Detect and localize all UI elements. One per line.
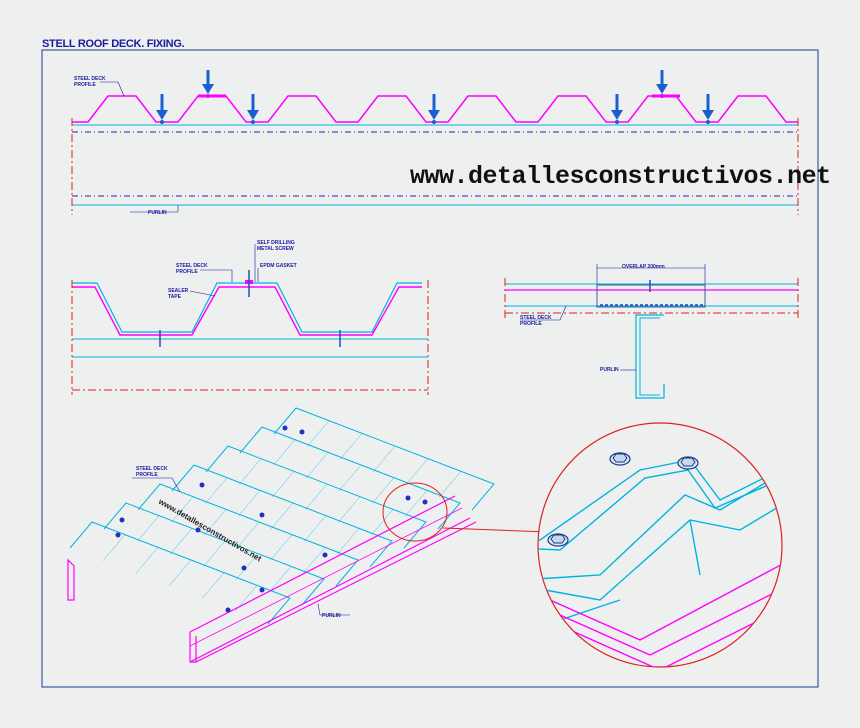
detail-callout-circle xyxy=(382,482,448,542)
iso-screw xyxy=(405,495,411,501)
iso-screw xyxy=(282,425,288,431)
label-top-purlin: PURLIN xyxy=(148,210,167,216)
watermark: www.detallesconstructivos.net xyxy=(410,162,831,191)
iso-purlin-front xyxy=(67,558,75,601)
fixing-arrows xyxy=(156,70,714,124)
iso-screw xyxy=(259,587,265,593)
iso-screw xyxy=(199,482,205,488)
zoom-screw-3 xyxy=(547,533,569,547)
isometric-view: www.detallesconstructivos.net xyxy=(67,407,549,663)
mid-deck-profile xyxy=(72,282,422,333)
drawing-title: STELL ROOF DECK. FIXING. xyxy=(42,38,185,50)
iso-screw xyxy=(225,607,231,613)
iso-watermark: www.detallesconstructivos.net xyxy=(156,496,263,563)
iso-screw xyxy=(322,552,328,558)
zoom-screw-1 xyxy=(609,452,631,466)
iso-screw xyxy=(195,527,201,533)
label-epdm: EPDM GASKET xyxy=(260,263,297,269)
middle-right-section xyxy=(504,264,799,399)
fixing-arrow-head xyxy=(247,110,259,120)
label-overlap: OVERLAP 200mm xyxy=(622,264,665,270)
iso-screw xyxy=(259,512,265,518)
z-purlin xyxy=(635,314,665,399)
top-section xyxy=(71,70,799,215)
fixing-arrow-head xyxy=(611,110,623,120)
drawing-frame xyxy=(41,49,819,688)
iso-screw xyxy=(422,499,428,505)
fixing-arrow-head xyxy=(702,110,714,120)
iso-screw xyxy=(115,532,121,538)
fixing-screw xyxy=(706,120,710,124)
zoom-detail xyxy=(537,422,783,668)
fixing-arrow-head xyxy=(428,110,440,120)
iso-screw xyxy=(119,517,125,523)
iso-screw xyxy=(299,429,305,435)
label-mid-steel-deck: STEEL DECK PROFILE xyxy=(176,263,208,275)
iso-screw xyxy=(241,565,247,571)
fixing-screw xyxy=(432,120,436,124)
fixing-screw xyxy=(160,120,164,124)
zoom-screw-2 xyxy=(677,456,699,470)
fixing-arrow-head xyxy=(202,84,214,94)
fixing-arrow-head xyxy=(656,84,668,94)
fixing-arrow-head xyxy=(156,110,168,120)
label-iso-purlin: PURLIN xyxy=(322,613,341,619)
label-right-purlin: PURLIN xyxy=(600,367,619,373)
middle-left-section xyxy=(71,244,429,395)
fixing-screw xyxy=(615,120,619,124)
label-right-steel-deck: STEEL DECK PROFILE xyxy=(520,315,552,327)
label-top-steel-deck: STEEL DECK PROFILE xyxy=(74,76,106,88)
label-iso-steel-deck: STEEL DECK PROFILE xyxy=(136,466,168,478)
label-sealer: SEALER TAPE xyxy=(168,288,189,300)
top-deck-profile xyxy=(72,95,798,123)
fixing-screw xyxy=(251,120,255,124)
label-self-drilling: SELF DRILLING METAL SCREW xyxy=(257,240,295,252)
